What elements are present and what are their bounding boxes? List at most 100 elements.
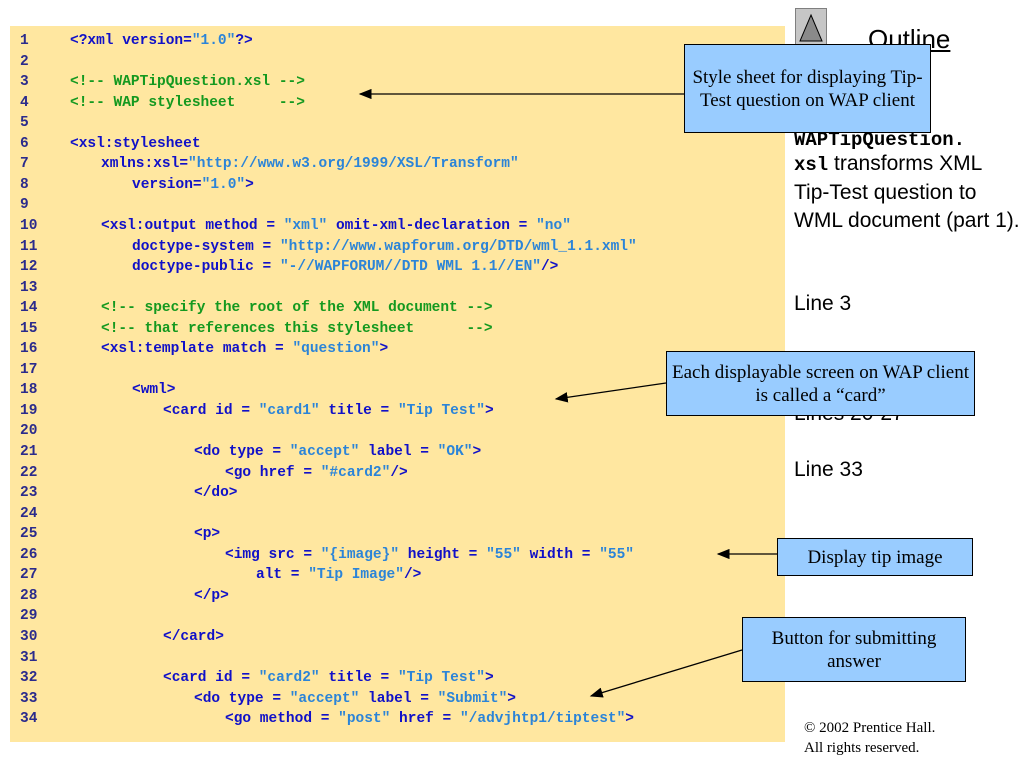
code-token: </do> [194, 485, 238, 502]
code-token: > [625, 711, 634, 728]
line-number: 16 [20, 341, 38, 358]
code-token: /> [390, 464, 408, 481]
code-text: <!-- WAPTipQuestion.xsl --> [70, 72, 305, 92]
code-text: <xsl:template match = "question"> [101, 339, 388, 359]
arrow-card [554, 382, 667, 403]
code-token: "http://www.wapforum.org/DTD/wml_1.1.xml… [279, 238, 637, 255]
code-line: 15 <!-- that references this stylesheet -… [10, 319, 785, 339]
line-number: 15 [20, 320, 38, 337]
code-token: doctype-public = [132, 259, 280, 276]
code-token: <img src = [225, 546, 321, 563]
line-number: 14 [20, 300, 38, 317]
code-token: version= [132, 176, 202, 193]
line-number: 33 [20, 690, 38, 707]
line-number: 23 [20, 485, 38, 502]
code-text: <p> [194, 524, 220, 544]
code-text: doctype-public = "-//WAPFORUM//DTD WML 1… [132, 257, 558, 277]
callout-card: Each displayable screen on WAP client is… [666, 351, 975, 416]
code-token: "1.0" [201, 176, 246, 193]
code-token: "card2" [258, 670, 320, 687]
up-triangle-icon [799, 13, 823, 42]
code-token: omit-xml-declaration = [327, 217, 537, 234]
code-token: </card> [163, 628, 224, 645]
code-token: "Tip Image" [308, 567, 404, 584]
line-number: 30 [20, 628, 38, 645]
code-token: <xsl:output method = [101, 217, 284, 234]
line-number: 27 [20, 567, 38, 584]
code-line: 14<!-- specify the root of the XML docum… [10, 298, 785, 318]
code-token: "55" [486, 546, 521, 563]
code-line: 5 [10, 113, 785, 133]
code-token: <do type = [194, 444, 290, 460]
code-text: xmlns:xsl="http://www.w3.org/1999/XSL/Tr… [101, 154, 519, 174]
callout-stylesheet: Style sheet for displaying Tip-Test ques… [684, 44, 931, 133]
code-text: <?xml version="1.0"?> [70, 31, 253, 51]
code-text: <!-- WAP stylesheet --> [70, 93, 305, 113]
line-number: 1 [20, 33, 29, 49]
code-text: <go href = "#card2"/> [225, 463, 408, 483]
code-token: <go href = [225, 464, 321, 481]
code-token: </p> [194, 587, 229, 604]
code-line: 23 </do> [10, 483, 785, 503]
line-number: 21 [20, 444, 38, 460]
code-text: <xsl:output method = "xml" omit-xml-decl… [101, 216, 571, 236]
code-line: 22<go href = "#card2"/> [10, 463, 785, 483]
code-token: xmlns:xsl= [101, 156, 189, 173]
line-number: 28 [20, 587, 38, 604]
code-token: width = [520, 546, 600, 563]
code-line: 2 [10, 52, 785, 72]
code-line: 4<!-- WAP stylesheet --> [10, 93, 785, 113]
code-line: 20 [10, 421, 785, 441]
code-line: 1 <?xml version="1.0"?> [10, 31, 785, 51]
code-text: <go method = "post" href = "/advjhtp1/ti… [225, 709, 634, 729]
code-token: label = [359, 690, 438, 707]
code-token: <go method = [225, 711, 339, 728]
code-token: > [245, 176, 254, 193]
code-token: <!-- that references this stylesheet --> [101, 320, 493, 337]
code-token: "1.0" [191, 33, 236, 49]
code-token: <card id = [163, 670, 259, 687]
line-number: 25 [20, 526, 38, 543]
code-line: 34<go method = "post" href = "/advjhtp1/… [10, 709, 785, 729]
code-token: /> [403, 567, 422, 584]
code-token: "#card2" [320, 464, 391, 481]
file-name: WAPTipQuestion. [794, 129, 966, 151]
code-line: 8 version="1.0"> [10, 175, 785, 195]
code-token: label = [359, 444, 438, 460]
code-line: 19<card id = "card1" title = "Tip Test"> [10, 401, 785, 421]
line-number: 31 [20, 649, 38, 666]
line-number: 13 [20, 279, 38, 296]
code-token: <do type = [194, 690, 290, 707]
code-text: version="1.0"> [132, 175, 254, 195]
code-token: /> [540, 259, 559, 276]
code-token: "{image}" [320, 546, 400, 563]
code-line: 18<wml> [10, 380, 785, 400]
code-line: 33<do type = "accept" label = "Submit"> [10, 689, 785, 709]
code-token: "55" [599, 546, 635, 563]
code-text: doctype-system = "http://www.wapforum.or… [132, 237, 637, 257]
code-token: title = [319, 670, 398, 687]
arrow-submit [589, 649, 743, 698]
code-token: "no" [536, 217, 571, 234]
code-token: "Submit" [437, 690, 508, 707]
line-number: 8 [20, 176, 29, 193]
code-text: <card id = "card1" title = "Tip Test"> [163, 401, 494, 421]
code-token: "http://www.w3.org/1999/XSL/Transform" [188, 156, 519, 173]
code-token: > [507, 690, 516, 707]
line-number: 32 [20, 670, 38, 687]
line-number: 17 [20, 361, 38, 378]
code-token: "-//WAPFORUM//DTD WML 1.1//EN" [279, 259, 541, 276]
callout-submit: Button for submitting answer [742, 617, 966, 682]
code-line: 29 [10, 606, 785, 626]
code-line: 16 <xsl:template match = "question"> [10, 339, 785, 359]
code-text: <!-- that references this stylesheet --> [101, 319, 493, 339]
line-number: 2 [20, 53, 29, 70]
code-token: "OK" [437, 444, 473, 460]
code-token: "card1" [258, 402, 320, 419]
code-line: 17 [10, 360, 785, 380]
file-extension: xsl [794, 154, 829, 176]
code-token: href = [390, 711, 460, 728]
